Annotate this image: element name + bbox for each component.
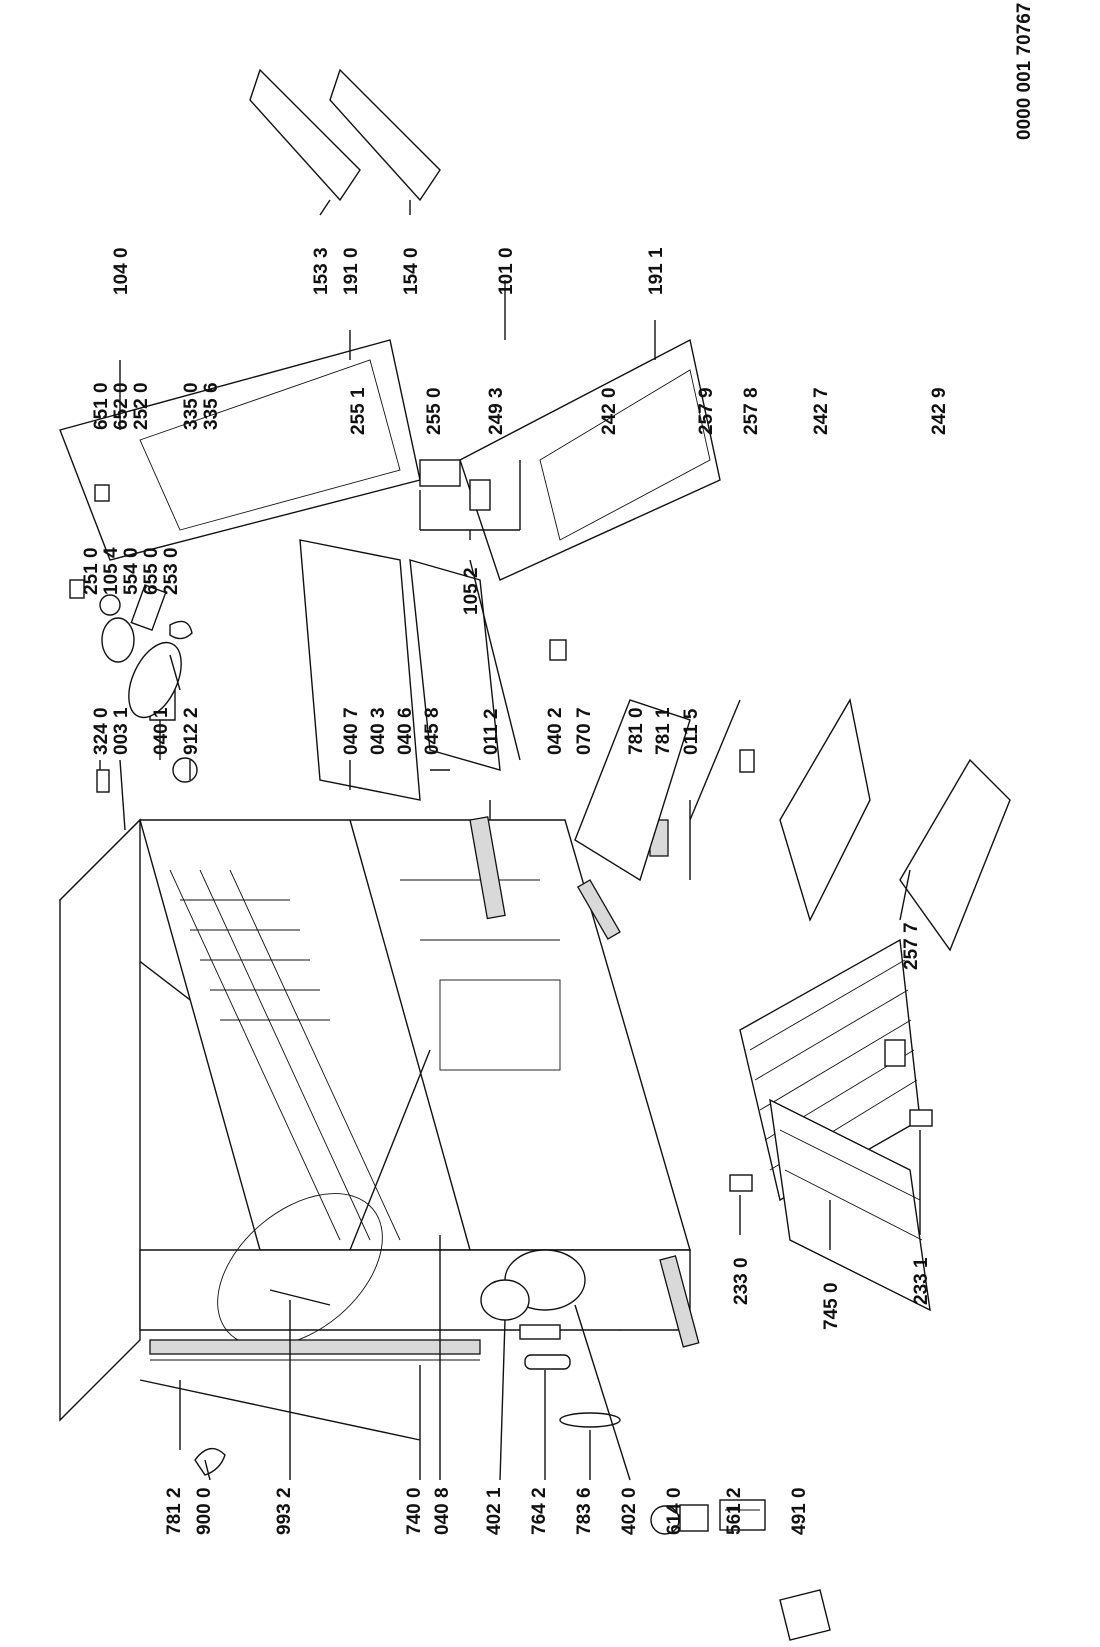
shelf-support-right xyxy=(909,1109,933,1127)
compressor xyxy=(480,1249,586,1340)
door-bin-154-0 xyxy=(329,68,441,202)
drawer-rail xyxy=(689,699,741,821)
rod-part xyxy=(139,1379,421,1441)
door-bin-153-3 xyxy=(249,68,361,202)
part-label: 740 0 xyxy=(404,1487,425,1535)
part-label: 253 0 xyxy=(161,547,182,595)
part-label: 011 2 xyxy=(481,709,502,756)
cabinet-body xyxy=(58,818,692,1422)
wire-shelf xyxy=(739,938,931,1312)
part-label: 561 2 xyxy=(724,1487,745,1535)
rail-011-5 xyxy=(659,1255,700,1348)
part-label: 242 0 xyxy=(599,387,620,435)
part-label: 233 1 xyxy=(911,1257,932,1305)
part-label: 191 1 xyxy=(646,247,667,295)
part-label: 040 6 xyxy=(395,707,416,755)
relay-part xyxy=(650,1504,709,1535)
part-label: 900 0 xyxy=(194,1487,215,1535)
part-label: 554 0 xyxy=(121,547,142,595)
part-label: 154 0 xyxy=(401,247,422,295)
shelf-support-left xyxy=(729,1174,753,1192)
part-label: 040 3 xyxy=(368,707,389,755)
part-label: 335 6 xyxy=(201,382,222,430)
part-label: 655 0 xyxy=(141,547,162,595)
part-label: 045 8 xyxy=(422,707,443,755)
drawer-242-9 xyxy=(899,758,1011,952)
hinge-105-2a xyxy=(419,459,461,487)
part-label: 402 1 xyxy=(484,1487,505,1535)
part-labels: 781 2 900 0 993 2 740 0 040 8 402 1 764 … xyxy=(81,247,950,1535)
door-104-0 xyxy=(59,339,421,561)
part-label: 781 1 xyxy=(653,707,674,755)
part-label: 153 3 xyxy=(311,247,332,295)
drawer-clip xyxy=(884,1039,906,1067)
glass-shelf-255-0 xyxy=(409,559,501,771)
hinge-105-2b xyxy=(469,479,491,511)
clip-part xyxy=(194,1447,226,1476)
part-label: 011 5 xyxy=(681,708,702,755)
capillary-loop xyxy=(559,1412,621,1428)
part-label: 912 2 xyxy=(181,707,202,755)
rail-011-2 xyxy=(469,816,506,920)
part-label: 781 0 xyxy=(626,707,647,755)
drawer-242-7 xyxy=(779,698,871,922)
part-label: 257 9 xyxy=(696,387,717,435)
bottom-hinge xyxy=(549,639,567,661)
part-label: 491 0 xyxy=(789,1487,810,1535)
glass-shelf-255-1 xyxy=(299,539,421,801)
drawing-number: 0000 001 70767 xyxy=(1014,3,1035,140)
part-label: 249 3 xyxy=(486,387,507,435)
part-label: 652 0 xyxy=(111,382,132,430)
part-label: 257 8 xyxy=(741,387,762,435)
part-label: 993 2 xyxy=(274,1487,295,1535)
part-label: 101 0 xyxy=(496,247,517,295)
part-label: 651 0 xyxy=(91,382,112,430)
part-label: 252 0 xyxy=(131,382,152,430)
part-label: 040 1 xyxy=(151,707,172,755)
part-label: 783 6 xyxy=(574,1487,595,1535)
part-label: 242 7 xyxy=(811,387,832,435)
leader-lines xyxy=(99,199,921,1481)
part-label: 781 2 xyxy=(164,1487,185,1535)
cover-part xyxy=(779,1589,831,1641)
part-label: 040 8 xyxy=(432,1487,453,1535)
part-label: 614 0 xyxy=(664,1487,685,1535)
part-label: 003 1 xyxy=(111,707,132,755)
part-label: 105 4 xyxy=(101,547,122,595)
part-label: 324 0 xyxy=(91,707,112,755)
kick-plate xyxy=(576,879,621,940)
part-label: 070 7 xyxy=(574,707,595,755)
part-label: 251 0 xyxy=(81,547,102,595)
part-label: 335 0 xyxy=(181,382,202,430)
hinge-cap xyxy=(96,769,110,793)
part-label: 105 2 xyxy=(461,567,482,615)
control-cluster xyxy=(69,579,198,783)
hinge-105-4 xyxy=(94,484,110,502)
part-label: 040 2 xyxy=(545,707,566,755)
part-label: 745 0 xyxy=(821,1282,842,1330)
shelf-trim xyxy=(469,559,521,761)
dryer-filter xyxy=(524,1354,571,1370)
part-label: 764 2 xyxy=(529,1487,550,1535)
part-label: 255 1 xyxy=(348,387,369,435)
part-label: 257 7 xyxy=(901,922,922,970)
part-label: 242 9 xyxy=(929,387,950,435)
part-label: 191 0 xyxy=(341,247,362,295)
part-label: 104 0 xyxy=(111,247,132,295)
part-label: 040 7 xyxy=(341,707,362,755)
drawer-stop xyxy=(739,749,755,773)
part-label: 255 0 xyxy=(424,387,445,435)
overload-part xyxy=(719,1499,766,1531)
door-101-0 xyxy=(459,338,721,581)
drawer-242-0 xyxy=(574,699,691,882)
part-label: 233 0 xyxy=(731,1257,752,1305)
part-label: 402 0 xyxy=(619,1487,640,1535)
